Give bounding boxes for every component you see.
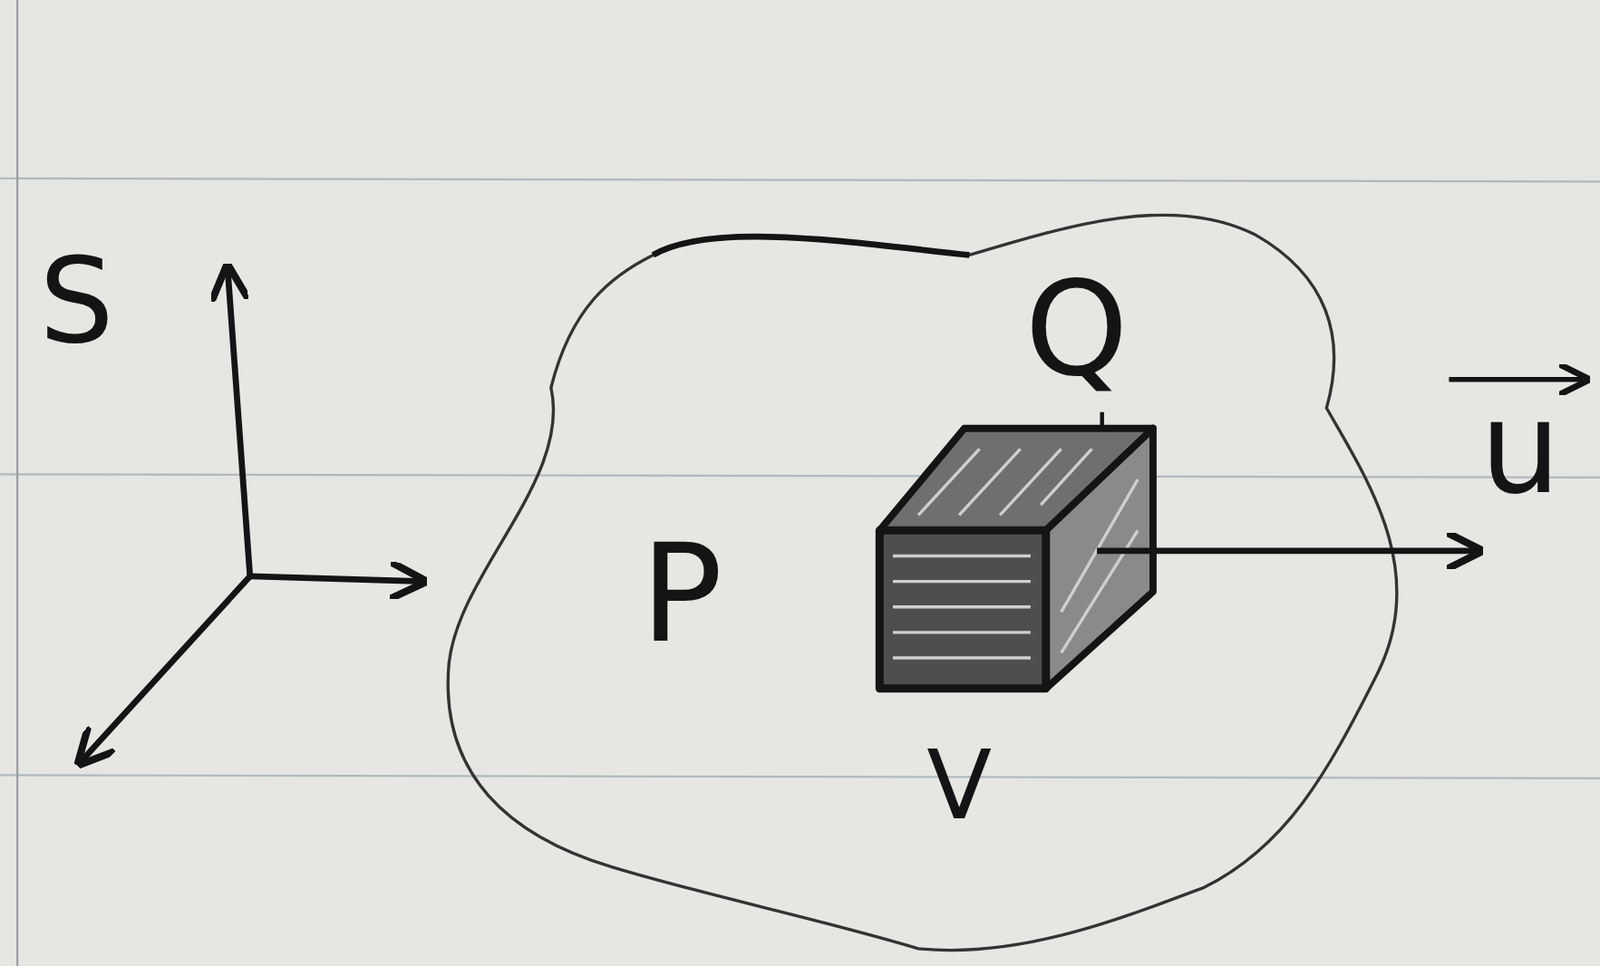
velocity-label: u (1480, 385, 1562, 513)
volume-label: V (926, 737, 992, 834)
point-label: Q (1024, 262, 1128, 395)
region-edge-thick (652, 236, 970, 255)
velocity-arrow (1096, 547, 1480, 554)
q-leader (1099, 412, 1105, 427)
density-label: P (640, 525, 723, 662)
fluid-region (447, 214, 1397, 951)
surface-label: S (38, 242, 115, 360)
control-volume-cube (879, 428, 1154, 689)
coordinate-axes (79, 267, 424, 764)
vector-overarrow (1448, 377, 1587, 383)
